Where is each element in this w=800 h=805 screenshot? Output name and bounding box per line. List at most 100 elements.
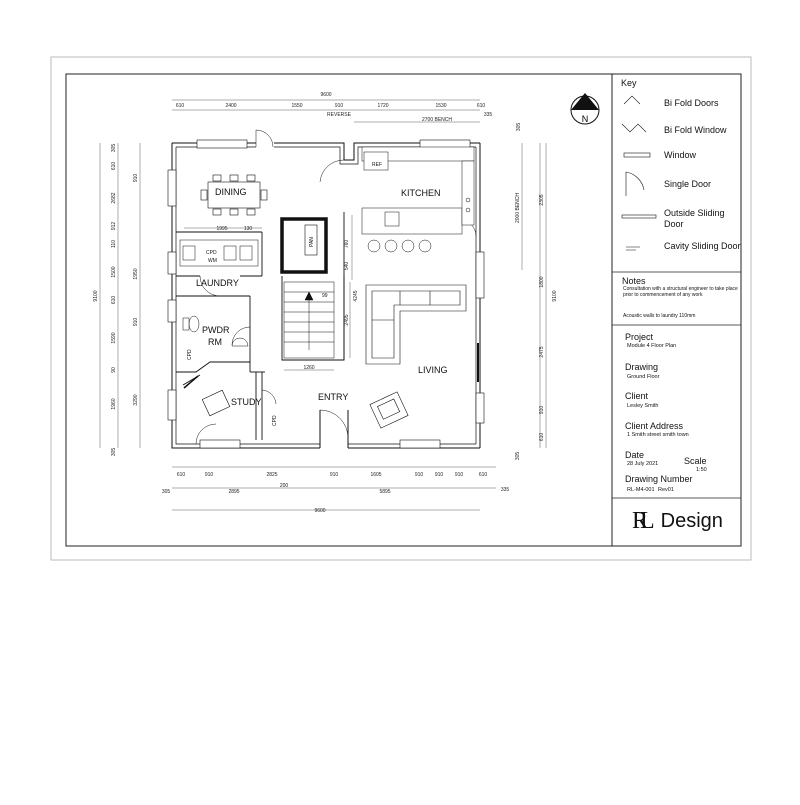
address-value: 1 Smith street smith town	[627, 432, 689, 438]
dim-bottom-1: 910	[205, 472, 214, 478]
drawing-number-label: Drawing Number	[625, 474, 693, 484]
dim-bottom-4: 1605	[370, 472, 381, 478]
dim-left-4: 110	[111, 240, 117, 248]
room-study: STUDY	[231, 397, 262, 407]
key-symbols	[621, 95, 657, 251]
dining-table	[200, 174, 268, 216]
company-logo: RL Design	[632, 506, 723, 536]
bifold-doors-icon	[623, 95, 641, 105]
dim-left-3: 912	[111, 222, 117, 231]
client-label: Client	[625, 391, 649, 401]
dim-bottom-7: 910	[455, 472, 464, 478]
door-swings	[195, 129, 477, 445]
label-cpd-laundry: CPD	[206, 250, 217, 256]
study-chair	[183, 375, 231, 417]
dim-right-mid: 1800	[539, 276, 545, 287]
dim-left-7: 1590	[111, 332, 117, 343]
staircase	[283, 281, 335, 359]
dim-left2-0: 910	[133, 174, 139, 183]
dim-right-610: 610	[539, 433, 545, 442]
fixture-labels: REF CPD WM PAN CPD CPD 99	[187, 162, 382, 426]
dim-bottom-total: 9600	[314, 508, 325, 514]
key-window: Window	[664, 150, 697, 160]
client-value: Lesley Smith	[627, 403, 659, 409]
drawing-value: Ground Floor	[627, 374, 660, 380]
dim-left-6: 610	[111, 296, 117, 305]
label-cpd-study: CPD	[272, 415, 278, 426]
dim-top-right-small: 335	[484, 112, 493, 118]
dim-pan-760: 760	[344, 240, 350, 249]
dim-right-305: 305	[515, 452, 521, 461]
single-door-icon	[625, 171, 645, 196]
room-entry: ENTRY	[318, 392, 348, 402]
window-icon	[623, 152, 651, 158]
dim-bottom2-2: 200	[280, 483, 289, 489]
label-pan: PAN	[309, 237, 315, 247]
dim-stair-w: 1260	[303, 365, 314, 371]
dim-right-total: 9100	[552, 290, 558, 301]
dim-left-0: 305	[111, 144, 117, 153]
room-rm: RM	[208, 337, 222, 347]
notes-acoustic: Acoustic walls to laundry 110mm	[623, 313, 696, 319]
scale-value: 1:50	[696, 467, 707, 473]
dim-left2-1: 1950	[133, 268, 139, 279]
key-bifold-doors: Bi Fold Doors	[664, 98, 719, 108]
scale-label: Scale	[684, 456, 707, 466]
key-bifold-window: Bi Fold Window	[664, 125, 727, 135]
dim-right-910: 910	[539, 406, 545, 415]
drawing-frame	[65, 73, 742, 547]
north-arrow: N	[570, 93, 600, 125]
dim-top-6: 610	[477, 103, 486, 109]
room-living: LIVING	[418, 365, 448, 375]
outside-sliding-door-icon	[621, 214, 657, 219]
dim-left2-2: 910	[133, 318, 139, 327]
dim-pan-4245: 4245	[353, 290, 359, 301]
dim-dining-w: 1995	[216, 226, 227, 232]
label-cpd-pwdr: CPD	[187, 349, 193, 360]
dim-top-total: 9600	[320, 92, 331, 98]
dim-dining-130: 130	[244, 226, 253, 232]
dim-bottom-2: 2825	[266, 472, 277, 478]
dim-bottom-3: 910	[330, 472, 339, 478]
dim-top-2: 1550	[291, 103, 302, 109]
north-label: N	[582, 114, 589, 124]
date-label: Date	[625, 450, 645, 460]
dim-stair-h: 2495	[344, 314, 350, 325]
room-labels: DINING KITCHEN LAUNDRY PWDR RM STUDY ENT…	[196, 187, 448, 407]
cavity-sliding-door-icon	[626, 246, 640, 251]
dim-bottom2-4: 335	[501, 487, 510, 493]
key-cavity-sliding-door: Cavity Sliding Door	[664, 241, 741, 251]
dim-reverse: REVERSE	[327, 112, 352, 118]
date-value: 28 July 2021	[627, 461, 659, 467]
key-single-door: Single Door	[664, 179, 712, 189]
room-kitchen: KITCHEN	[401, 188, 441, 198]
dim-left-5: 1500	[111, 266, 117, 277]
dim-left-9: 1960	[111, 398, 117, 409]
label-ref: REF	[372, 162, 382, 168]
notes-title: Notes	[622, 276, 646, 286]
living-armchair	[369, 391, 409, 429]
dim-bottom2-1: 2895	[228, 489, 239, 495]
address-label: Client Address	[625, 421, 684, 431]
key-title: Key	[621, 78, 637, 88]
dim-bottom-8: 610	[479, 472, 488, 478]
dim-top-right-vert: 305	[516, 123, 522, 132]
dim-bottom-5: 910	[415, 472, 424, 478]
dim-bottom2-0: 305	[162, 489, 171, 495]
laundry-bench	[179, 239, 259, 267]
logo-text: Design	[660, 509, 723, 532]
windows	[167, 139, 485, 449]
dimension-lines	[99, 99, 547, 511]
bifold-window-icon	[621, 123, 647, 133]
label-stair-num: 99	[322, 293, 328, 299]
drawing-rev: Rev01	[658, 487, 674, 493]
dim-left2-3: 3290	[133, 394, 139, 405]
dim-top-3: 910	[335, 103, 344, 109]
dim-left-1: 610	[111, 162, 117, 171]
dim-top-1: 2400	[225, 103, 236, 109]
notes-text: Consultation with a structural engineer …	[623, 286, 738, 298]
dim-left-2: 2682	[111, 192, 117, 203]
dim-left-8: 90	[111, 367, 117, 373]
